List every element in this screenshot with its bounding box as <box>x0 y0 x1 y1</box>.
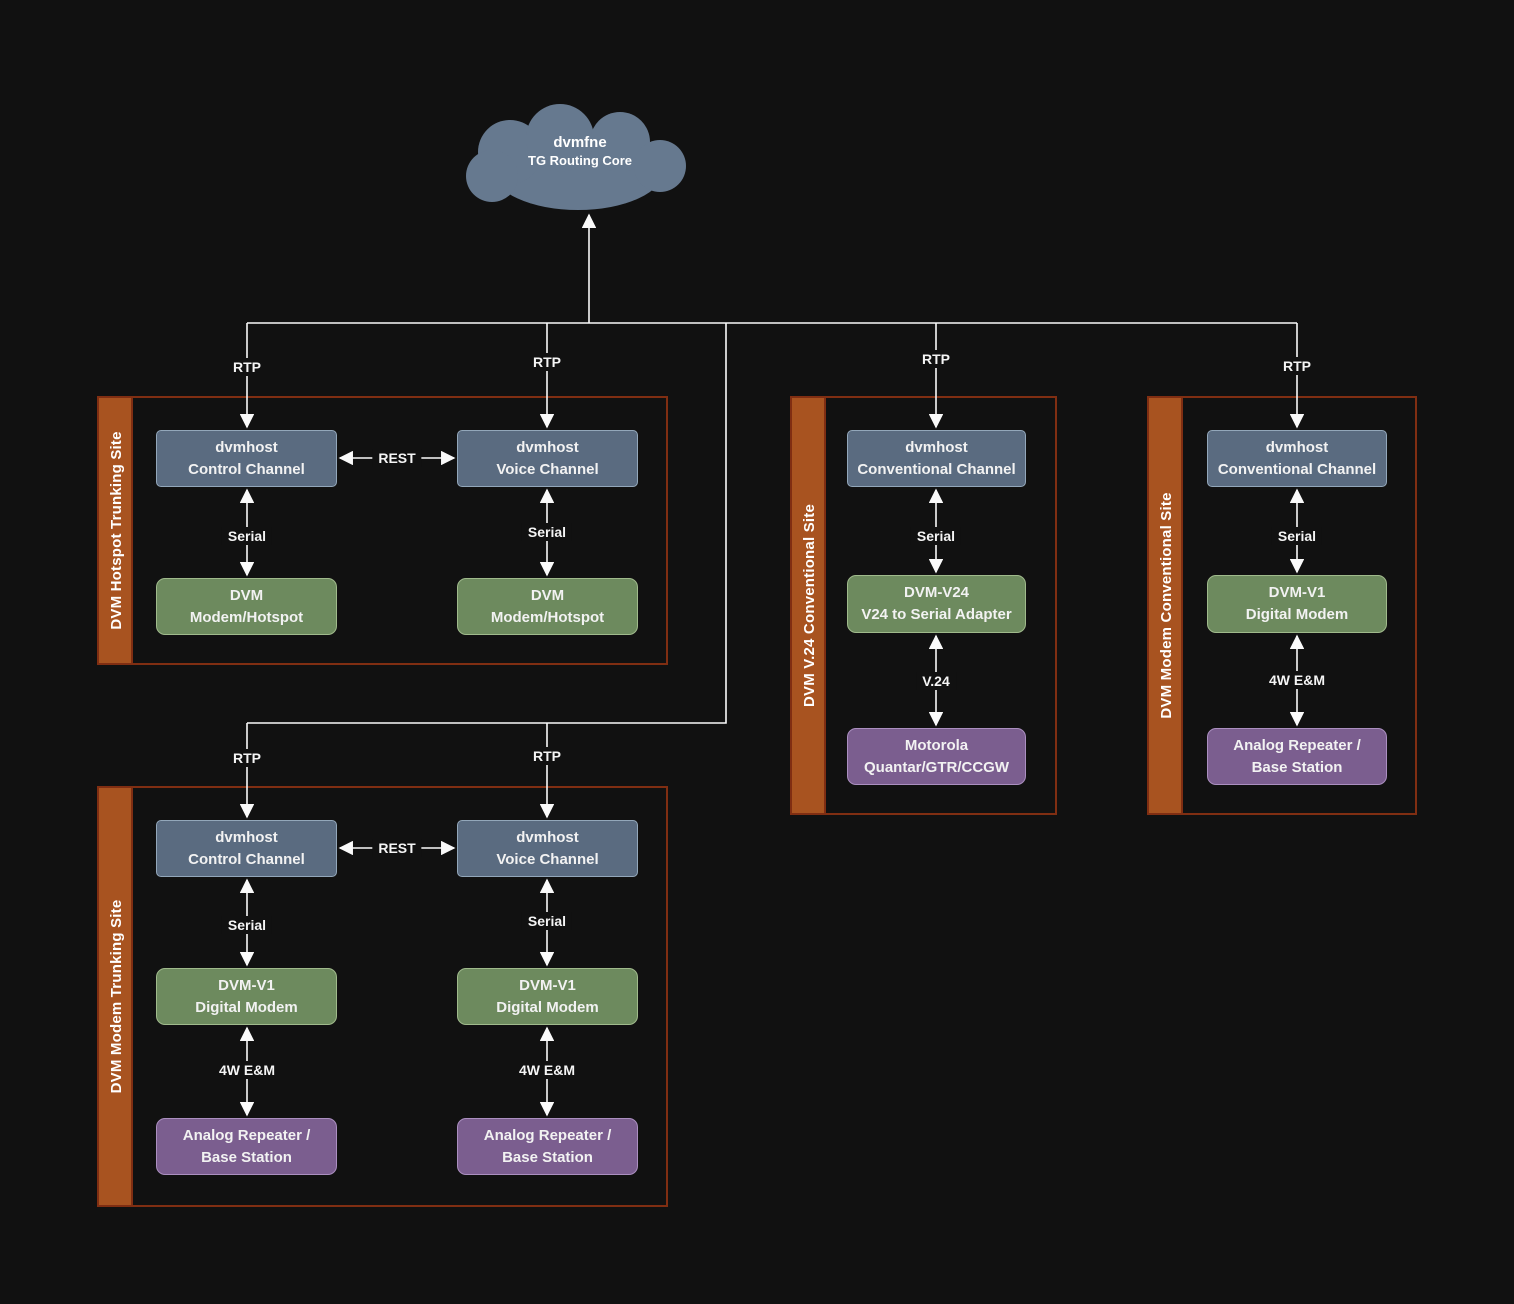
cloud-node: dvmfne TG Routing Core <box>480 133 680 170</box>
node-line: Modem/Hotspot <box>490 608 605 626</box>
node-line: dvmhost <box>1265 438 1329 456</box>
node-line: dvmhost <box>905 438 968 456</box>
site-frame-v24-conventional: DVM V.24 Conventional Site <box>790 396 1057 815</box>
node-line: Analog Repeater / <box>483 1126 612 1144</box>
edge-label-serial: Serial <box>221 527 273 545</box>
node-line: Control Channel <box>188 850 305 868</box>
edge-label-serial: Serial <box>521 912 573 930</box>
site-bar <box>99 788 133 1205</box>
site-bar <box>792 398 826 813</box>
node-line: Voice Channel <box>496 460 599 478</box>
connector-lines <box>239 213 1305 1117</box>
node-line: Base Station <box>1251 758 1343 776</box>
edge-label-serial: Serial <box>910 527 962 545</box>
node-conventional-digital-modem: DVM-V1 Digital Modem <box>1207 575 1387 633</box>
site-bar <box>99 398 133 663</box>
node-line: Base Station <box>502 1148 593 1166</box>
edge-label-serial: Serial <box>221 916 273 934</box>
node-trunking-voice-repeater: Analog Repeater / Base Station <box>457 1118 638 1175</box>
node-hotspot-voice-modem: DVM Modem/Hotspot <box>457 578 638 635</box>
site-frame-modem-trunking: DVM Modem Trunking Site <box>97 786 668 1207</box>
node-trunking-control-channel: dvmhost Control Channel <box>156 820 337 877</box>
edge-label-serial: Serial <box>1271 527 1323 545</box>
node-line: DVM-V1 <box>519 976 576 994</box>
node-line: DVM-V1 <box>218 976 275 994</box>
node-line: Base Station <box>201 1148 292 1166</box>
edge-label-rtp: RTP <box>527 353 567 371</box>
node-line: dvmhost <box>516 438 579 456</box>
node-line: Digital Modem <box>195 998 298 1016</box>
cloud-title: dvmfne <box>553 134 607 151</box>
site-bar <box>1149 398 1183 813</box>
edge-label-rest: REST <box>372 839 422 857</box>
edge-label-rtp: RTP <box>227 358 267 376</box>
edge-label-serial: Serial <box>521 523 573 541</box>
site-frame-hotspot-trunking: DVM Hotspot Trunking Site <box>97 396 668 665</box>
node-line: Modem/Hotspot <box>189 608 304 626</box>
node-v24-serial-adapter: DVM-V24 V24 to Serial Adapter <box>847 575 1026 633</box>
wire-branch-bus <box>247 323 727 724</box>
node-modem-conventional-channel: dvmhost Conventional Channel <box>1207 430 1387 487</box>
edge-label-rtp: RTP <box>527 747 567 765</box>
node-line: Analog Repeater / <box>1233 736 1361 754</box>
node-trunking-voice-modem: DVM-V1 Digital Modem <box>457 968 638 1025</box>
edge-label-rtp: RTP <box>1277 357 1317 375</box>
node-hotspot-control-modem: DVM Modem/Hotspot <box>156 578 337 635</box>
node-line: Conventional Channel <box>857 460 1016 478</box>
node-line: dvmhost <box>215 438 278 456</box>
edge-label-rtp: RTP <box>916 350 956 368</box>
node-hotspot-control-channel: dvmhost Control Channel <box>156 430 337 487</box>
edge-label-4w-em: 4W E&M <box>213 1061 281 1079</box>
node-line: dvmhost <box>516 828 579 846</box>
node-line: Digital Modem <box>1245 606 1349 623</box>
site-frame-modem-conventional: DVM Modem Conventional Site <box>1147 396 1417 815</box>
node-line: DVM <box>530 586 565 604</box>
edge-label-rtp: RTP <box>227 749 267 767</box>
node-trunking-voice-channel: dvmhost Voice Channel <box>457 820 638 877</box>
node-trunking-control-repeater: Analog Repeater / Base Station <box>156 1118 337 1175</box>
node-line: Conventional Channel <box>1217 460 1377 478</box>
node-conventional-repeater: Analog Repeater / Base Station <box>1207 728 1387 785</box>
node-v24-conventional-channel: dvmhost Conventional Channel <box>847 430 1026 487</box>
node-line: DVM-V1 <box>1268 584 1326 602</box>
edge-label-4w-em: 4W E&M <box>1263 671 1331 689</box>
edge-label-rest: REST <box>372 449 422 467</box>
node-line: Voice Channel <box>496 850 599 868</box>
node-line: DVM-V24 <box>903 584 970 602</box>
node-line: V24 to Serial Adapter <box>861 606 1012 623</box>
node-line: Digital Modem <box>496 998 599 1016</box>
node-line: dvmhost <box>215 828 278 846</box>
edge-label-v24: V.24 <box>916 672 956 690</box>
node-line: Quantar/GTR/CCGW <box>864 758 1009 776</box>
edge-label-4w-em: 4W E&M <box>513 1061 581 1079</box>
node-line: Analog Repeater / <box>182 1126 311 1144</box>
cloud-shape <box>466 104 686 210</box>
node-line: DVM <box>229 586 264 604</box>
node-line: Motorola <box>904 736 969 754</box>
node-hotspot-voice-channel: dvmhost Voice Channel <box>457 430 638 487</box>
node-trunking-control-modem: DVM-V1 Digital Modem <box>156 968 337 1025</box>
node-motorola-quantar: Motorola Quantar/GTR/CCGW <box>847 728 1026 785</box>
cloud-subtitle: TG Routing Core <box>528 153 632 168</box>
node-line: Control Channel <box>188 460 305 478</box>
